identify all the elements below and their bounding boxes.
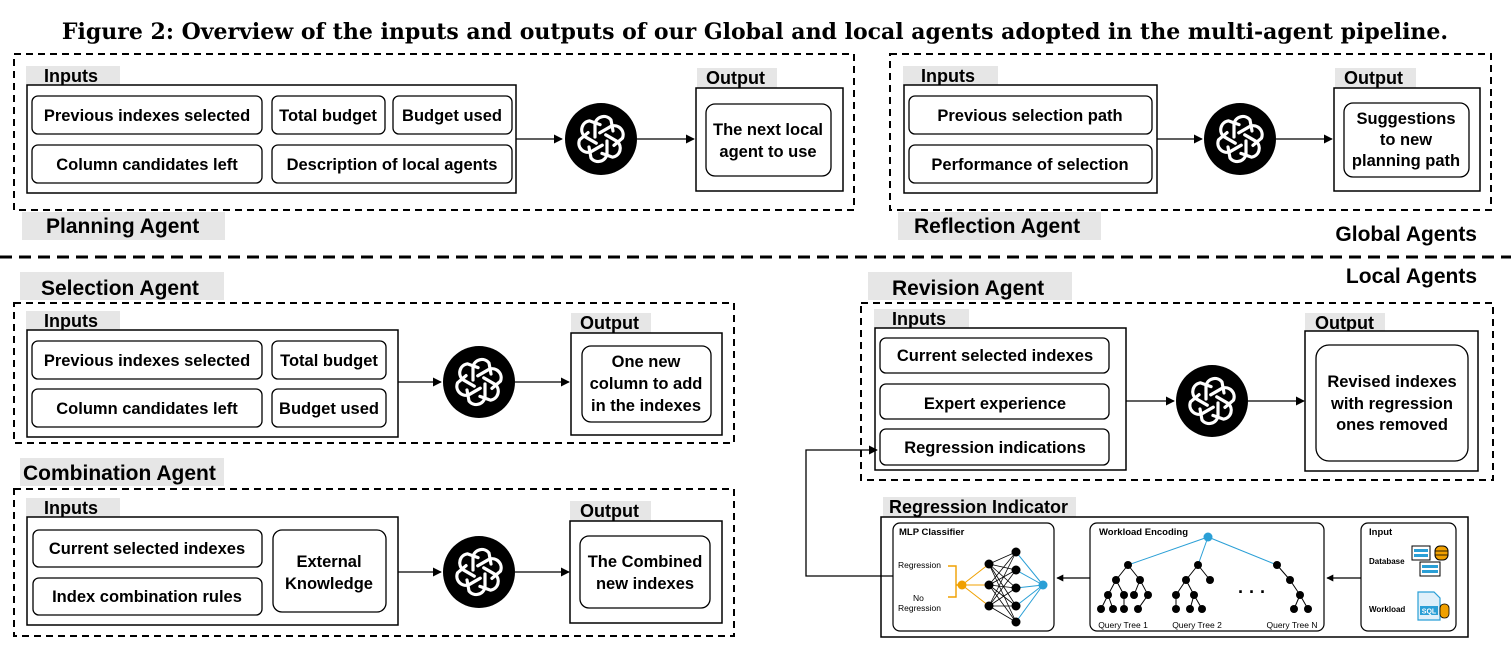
selection-input-budget-used: Budget used	[279, 400, 379, 418]
planning-agent: Inputs Previous indexes selected Total b…	[13, 53, 855, 240]
selection-output-line2: column to add	[590, 375, 703, 393]
planning-output-label: Output	[706, 68, 765, 88]
mlp-regression-label: Regression	[898, 560, 941, 570]
workload-sql-icon: SQL	[1417, 591, 1450, 621]
mlp-classifier-label: MLP Classifier	[899, 527, 965, 538]
reflection-input-performance: Performance of selection	[931, 156, 1128, 174]
reflection-agent-title: Reflection Agent	[914, 215, 1080, 238]
regression-indicator: Regression Indicator MLP Classifier Regr…	[805, 445, 1469, 638]
combination-inputs-label: Inputs	[44, 498, 98, 518]
selection-agent: Selection Agent Inputs Previous indexes …	[13, 272, 735, 444]
reflection-inputs-label: Inputs	[921, 66, 975, 86]
planning-input-budget-used: Budget used	[402, 107, 502, 125]
workload-encoding-label: Workload Encoding	[1099, 527, 1188, 538]
combination-output-line1: The Combined	[588, 553, 703, 571]
query-trees: · · · Query Tree 1 Query Tree 2 Query Tr…	[1097, 532, 1318, 630]
selection-output-label: Output	[580, 313, 639, 333]
reflection-output-line1: Suggestions	[1356, 110, 1455, 128]
combination-output-label: Output	[580, 501, 639, 521]
selection-input-column-candidates: Column candidates left	[56, 400, 238, 418]
reflection-agent: Inputs Previous selection path Performan…	[889, 53, 1492, 240]
database-icon	[1411, 545, 1449, 577]
combination-input-rules: Index combination rules	[52, 588, 242, 606]
revision-output-line2: with regression	[1330, 395, 1453, 413]
mlp-no-label: No	[913, 593, 924, 603]
query-tree-1-label: Query Tree 1	[1098, 620, 1148, 630]
openai-logo-icon	[565, 103, 637, 175]
selection-output-line1: One new	[612, 353, 681, 371]
planning-inputs-label: Inputs	[44, 66, 98, 86]
local-agents-label: Local Agents	[1346, 265, 1477, 288]
selection-agent-title: Selection Agent	[41, 277, 199, 300]
selection-input-total-budget: Total budget	[280, 352, 378, 370]
planning-agent-title: Planning Agent	[46, 215, 199, 238]
combination-input-current-indexes: Current selected indexes	[49, 540, 245, 558]
revision-output-line1: Revised indexes	[1327, 373, 1456, 391]
combination-agent-title: Combination Agent	[23, 462, 216, 485]
reflection-output-label: Output	[1344, 68, 1403, 88]
reflection-output-line3: planning path	[1352, 152, 1460, 170]
database-label: Database	[1369, 557, 1405, 566]
combination-input-external-line1: External	[296, 553, 361, 571]
planning-input-previous-indexes: Previous indexes selected	[44, 107, 250, 125]
regression-input-label: Input	[1369, 527, 1393, 538]
query-tree-2-label: Query Tree 2	[1172, 620, 1222, 630]
reflection-input-selection-path: Previous selection path	[937, 107, 1122, 125]
revision-output-label: Output	[1315, 313, 1374, 333]
query-tree-ellipsis: · · ·	[1238, 582, 1266, 602]
global-agents-label: Global Agents	[1335, 223, 1477, 246]
selection-input-previous-indexes: Previous indexes selected	[44, 352, 250, 370]
openai-logo-icon	[443, 346, 515, 418]
revision-input-current-indexes: Current selected indexes	[897, 347, 1093, 365]
combination-input-external-line2: Knowledge	[285, 575, 373, 593]
figure-caption: Figure 2: Overview of the inputs and out…	[62, 19, 1448, 45]
selection-output-line3: in the indexes	[591, 397, 701, 415]
planning-output-line2: agent to use	[719, 143, 816, 161]
reflection-output-line2: to new	[1380, 131, 1432, 149]
combination-agent: Combination Agent Inputs Current selecte…	[13, 458, 735, 637]
revision-agent: Revision Agent Inputs Current selected i…	[860, 272, 1494, 481]
query-tree-n-label: Query Tree N	[1266, 620, 1317, 630]
revision-inputs-label: Inputs	[892, 309, 946, 329]
combination-output-line2: new indexes	[596, 575, 694, 593]
openai-logo-icon	[1176, 365, 1248, 437]
selection-inputs-label: Inputs	[44, 311, 98, 331]
planning-input-description: Description of local agents	[287, 156, 498, 174]
openai-logo-icon	[443, 536, 515, 608]
revision-output-line3: ones removed	[1336, 416, 1448, 434]
workload-label: Workload	[1369, 605, 1405, 614]
regression-indicator-title: Regression Indicator	[889, 497, 1068, 517]
revision-input-expert-experience: Expert experience	[924, 395, 1066, 413]
planning-input-total-budget: Total budget	[279, 107, 377, 125]
mlp-network	[957, 547, 1048, 627]
openai-logo-icon	[1204, 103, 1276, 175]
revision-agent-title: Revision Agent	[892, 277, 1044, 300]
revision-input-regression-indications: Regression indications	[904, 439, 1086, 457]
mlp-no-regression-label: Regression	[898, 603, 941, 613]
planning-output-line1: The next local	[713, 121, 823, 139]
planning-input-column-candidates: Column candidates left	[56, 156, 238, 174]
sql-badge-text: SQL	[1422, 609, 1437, 616]
